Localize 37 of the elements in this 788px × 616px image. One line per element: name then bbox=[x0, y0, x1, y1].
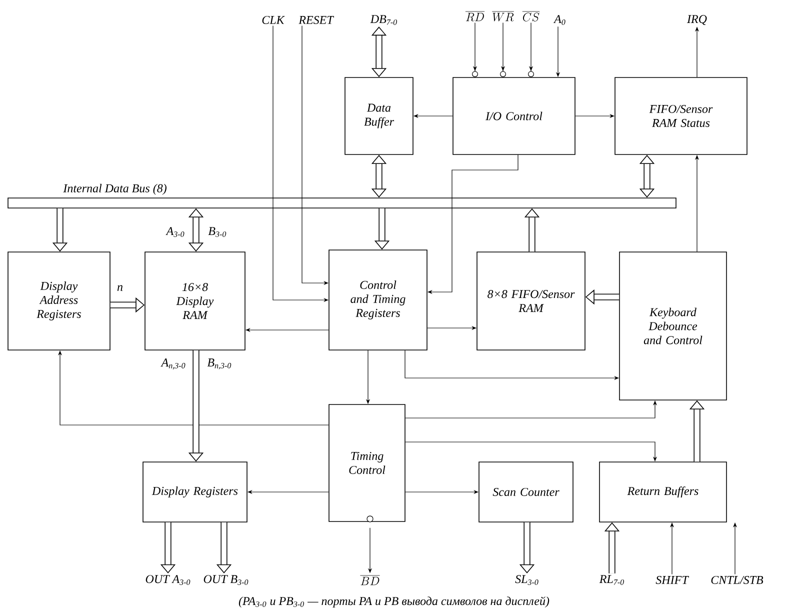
signal-label: A$_{n,3-0}$ bbox=[160, 358, 186, 370]
arrow bbox=[472, 22, 478, 78]
signal-label: $\overline{CS}$ bbox=[522, 12, 540, 22]
signal-label: OUT B$_{3-0}$ bbox=[204, 575, 248, 585]
signal-label: B$_{n,3-0}$ bbox=[207, 358, 232, 370]
signal-label: $\overline{WR}$ bbox=[492, 12, 514, 22]
block-box: I/O Control bbox=[452, 77, 576, 155]
block-box: Timing Control bbox=[328, 404, 406, 522]
signal-label: B$_{3-0}$ bbox=[208, 227, 226, 237]
block-box: Data Buffer bbox=[344, 77, 414, 155]
signal-label: IRQ bbox=[686, 15, 707, 25]
signal-label: A$_{3-0}$ bbox=[166, 227, 184, 237]
signal-label: $\overline{RD}$ bbox=[465, 12, 485, 22]
block-box: Return Buffers bbox=[599, 462, 727, 522]
bus-label: Internal Data Bus (8) bbox=[63, 184, 166, 195]
signal-label: $\overline{BD}$ bbox=[360, 576, 380, 586]
arrow bbox=[528, 22, 534, 78]
block-box: Keyboard Debounce and Control bbox=[619, 252, 727, 400]
signal-label: SL$_{3-0}$ bbox=[515, 575, 538, 585]
block-box: Scan Counter bbox=[478, 462, 574, 522]
block-box: FIFO/Sensor RAM Status bbox=[614, 77, 748, 155]
signal-label: RESET bbox=[298, 16, 334, 24]
signal-label: CLK bbox=[262, 16, 285, 24]
caption: (PA$_{3-0}$ и PB$_{3-0}$ — порты PA и PB вывода символов на дисплей) bbox=[238, 596, 550, 608]
signal-label: DB$_{7-0}$ bbox=[370, 15, 397, 25]
arrow bbox=[500, 22, 506, 78]
signal-label: CNTL/STB bbox=[711, 576, 764, 584]
block-box: Display Registers bbox=[142, 462, 248, 522]
signal-label: A$_{0}$ bbox=[553, 15, 566, 25]
signal-label: RL$_{7-0}$ bbox=[599, 575, 624, 585]
block-box: Display Address Registers bbox=[8, 252, 110, 350]
edge-label: n bbox=[116, 284, 124, 292]
block-box: 8×8 FIFO/Sensor RAM bbox=[476, 252, 586, 350]
signal-label: OUT A$_{3-0}$ bbox=[146, 575, 190, 585]
signal-label: SHIFT bbox=[656, 576, 690, 584]
block-box: Control and Timing Registers bbox=[328, 250, 428, 350]
block-box: 16×8 Display RAM bbox=[144, 252, 246, 350]
